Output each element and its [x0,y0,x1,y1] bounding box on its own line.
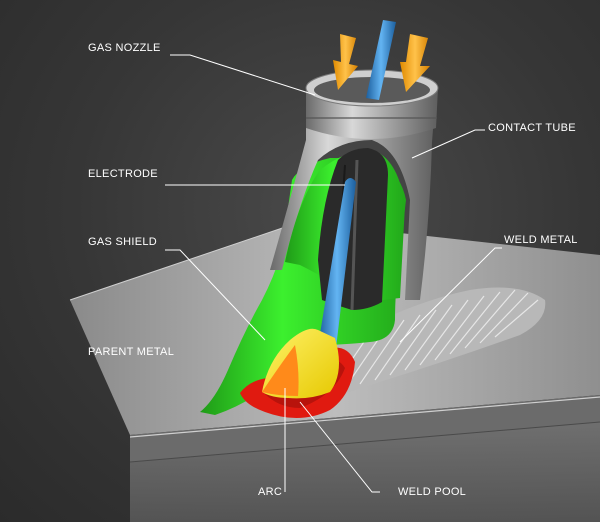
label-parent-metal: PARENT METAL [88,346,175,358]
down-arrow-icon [333,34,358,90]
label-contact-tube: CONTACT TUBE [488,122,576,134]
gas-nozzle-body [270,92,436,300]
down-arrow-icon [400,34,430,92]
label-gas-shield: GAS SHIELD [88,236,158,248]
label-electrode: ELECTRODE [88,168,158,180]
label-weld-metal: WELD METAL [504,234,578,246]
electrode-wire [318,178,356,348]
leader-lines [165,54,502,493]
parent-metal-edge [130,395,600,462]
parent-metal-lower [130,422,600,522]
label-gas-nozzle: GAS NOZZLE [88,42,161,54]
label-arc: ARC [258,486,283,498]
label-weld-pool: WELD POOL [398,486,467,498]
electrode-wire-upper [366,20,396,100]
